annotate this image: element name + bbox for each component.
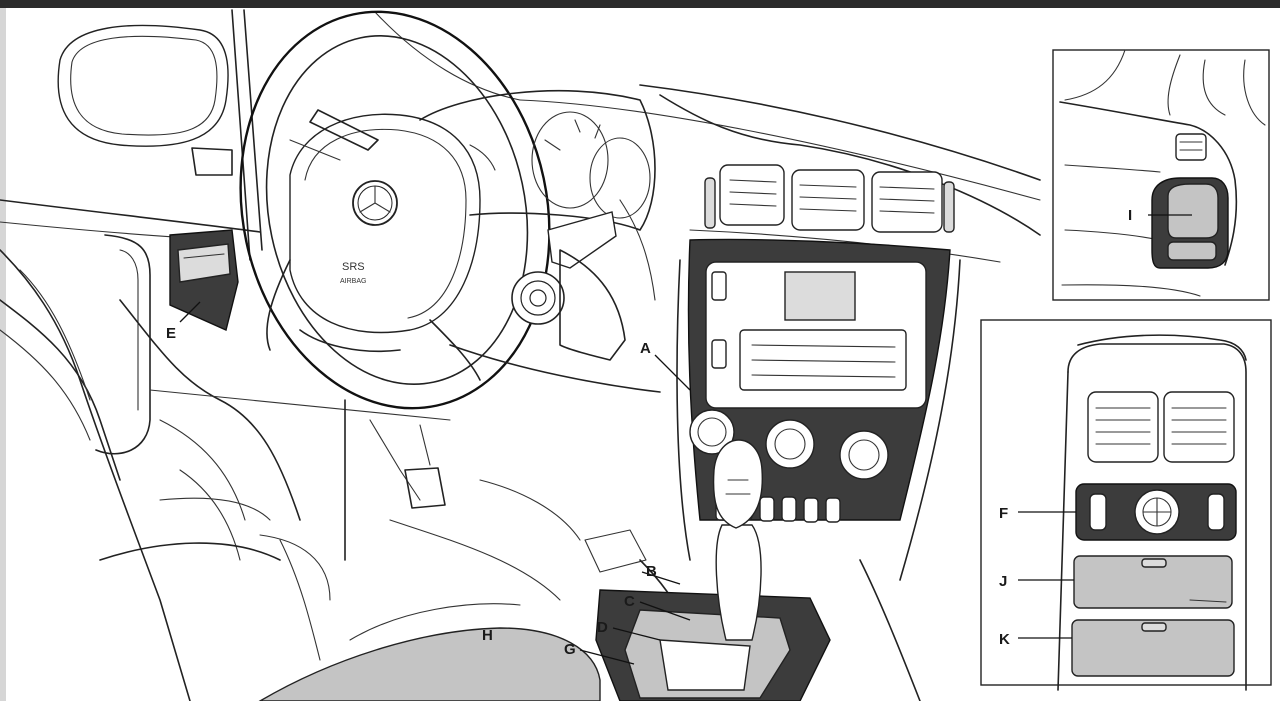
callout-D: D [597,619,608,636]
inset-panel-I [1053,50,1269,300]
inset-panel-rear-console [981,320,1271,690]
armrest-H [260,628,600,701]
cup-holder-I [1168,184,1218,238]
main-illustration: SRS AIRBAG [0,0,1040,701]
callout-A: A [640,340,651,357]
callout-G: G [564,641,576,658]
top-band [0,0,1280,8]
callout-C: C [624,593,635,610]
srs-label: SRS [342,261,365,273]
callout-H: H [482,627,493,644]
callout-K: K [999,631,1010,648]
steering-wheel: SRS AIRBAG [205,0,586,437]
side-mirror [58,25,228,146]
callout-E: E [166,325,176,342]
ignition-switch [512,272,564,324]
airbag-label: AIRBAG [340,278,366,285]
center-air-vents [705,165,954,232]
callout-J: J [999,573,1007,590]
callout-I: I [1128,207,1132,224]
left-strip [0,8,6,701]
callout-B: B [646,563,657,580]
callout-F: F [999,505,1008,522]
